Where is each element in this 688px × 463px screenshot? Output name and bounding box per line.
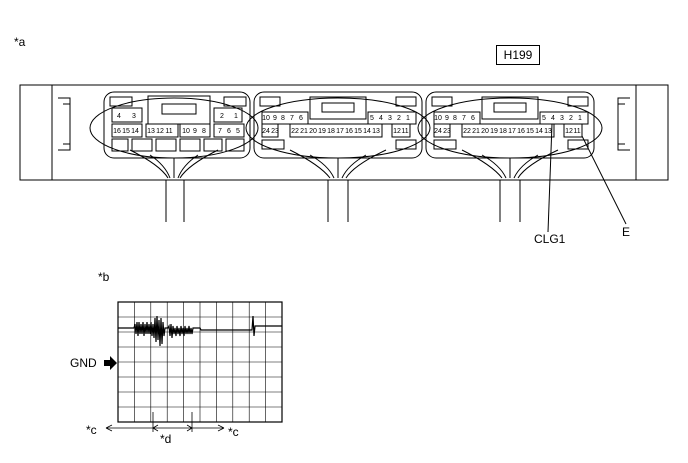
pin-label: 1 — [234, 113, 238, 120]
waveform — [118, 315, 282, 347]
pin-label: 17 — [336, 128, 344, 135]
pin-label: 9 — [273, 115, 277, 122]
pin-label: 12 — [156, 128, 164, 135]
pin-label: 3 — [560, 115, 564, 122]
pin-label: 15 — [526, 128, 534, 135]
connector-id-box: H199 — [496, 45, 540, 65]
label-e: E — [622, 225, 631, 239]
pin-label: 21 — [472, 128, 480, 135]
pin-label: 6 — [471, 115, 475, 122]
pin-label: 13 — [147, 128, 155, 135]
pin-label: 9 — [193, 128, 197, 135]
pin-label: 21 — [300, 128, 308, 135]
pin-label: 13 — [544, 128, 552, 135]
time-arrow-middle — [152, 424, 193, 432]
pin-label: 20 — [309, 128, 317, 135]
pin-label: 11 — [165, 128, 172, 135]
pin-label: 7 — [290, 115, 294, 122]
pin-label: 1 — [578, 115, 582, 122]
pin-label: 5 — [236, 128, 240, 135]
pin-label: 1 — [406, 115, 410, 122]
pin-label: 22 — [291, 128, 299, 135]
pin-label: 2 — [569, 115, 573, 122]
pin-label: 22 — [463, 128, 471, 135]
pin-label: 7 — [218, 128, 222, 135]
pin-label: 7 — [462, 115, 466, 122]
pin-label: 18 — [499, 128, 507, 135]
pin-label: 12 — [565, 128, 573, 135]
pin-label: 16 — [113, 128, 121, 135]
pin-label: 10 — [434, 115, 442, 122]
pin-label: 23 — [271, 128, 279, 135]
pin-label: 8 — [281, 115, 285, 122]
pin-label: 8 — [453, 115, 457, 122]
oscilloscope-screen — [105, 301, 283, 432]
pin-label: 18 — [327, 128, 335, 135]
time-arrow-right — [192, 424, 225, 432]
pin-label: 6 — [227, 128, 231, 135]
pin-label: 8 — [202, 128, 206, 135]
gnd-arrow-icon — [104, 356, 117, 370]
pin-label: 5 — [542, 115, 546, 122]
label-gnd: GND — [70, 356, 97, 370]
pin-label: 3 — [132, 113, 136, 120]
pin-label: 17 — [508, 128, 516, 135]
label-c-right: *c — [228, 425, 239, 439]
pin-label: 9 — [445, 115, 449, 122]
label-d: *d — [160, 432, 172, 446]
pin-label: 4 — [117, 113, 121, 120]
pin-label: 12 — [393, 128, 401, 135]
pin-label: 4 — [551, 115, 555, 122]
pin-label: 5 — [370, 115, 374, 122]
label-b: *b — [98, 270, 110, 284]
pin-label: 16 — [517, 128, 525, 135]
pin-label: 20 — [481, 128, 489, 135]
label-clg1: CLG1 — [534, 232, 566, 246]
pin-label: 19 — [318, 128, 326, 135]
pin-label: 10 — [262, 115, 270, 122]
clg1-leader — [547, 123, 553, 233]
time-arrow-left — [105, 424, 153, 432]
pin-label: 14 — [363, 128, 371, 135]
pin-label: 19 — [490, 128, 498, 135]
connector-middle-housing — [253, 91, 423, 159]
connector-left-housing — [103, 91, 251, 159]
ecu-body — [19, 84, 669, 181]
pin-label: 4 — [379, 115, 383, 122]
pin-label: 23 — [443, 128, 451, 135]
pin-label: 3 — [388, 115, 392, 122]
pin-label: 15 — [354, 128, 362, 135]
pin-label: 14 — [131, 128, 139, 135]
pin-label: 14 — [535, 128, 543, 135]
pin-label: 13 — [372, 128, 380, 135]
pin-label: 11 — [573, 128, 580, 135]
pin-label: 15 — [122, 128, 130, 135]
pin-label: 2 — [220, 113, 224, 120]
label-c-left: *c — [86, 423, 97, 437]
connector-right-housing — [425, 91, 595, 159]
label-a: *a — [14, 35, 26, 49]
pin-label: 11 — [401, 128, 408, 135]
pin-label: 24 — [262, 128, 270, 135]
pin-label: 24 — [434, 128, 442, 135]
pin-label: 10 — [182, 128, 190, 135]
pin-label: 2 — [397, 115, 401, 122]
pin-label: 16 — [345, 128, 353, 135]
pin-label: 6 — [299, 115, 303, 122]
e-leader — [581, 135, 627, 225]
